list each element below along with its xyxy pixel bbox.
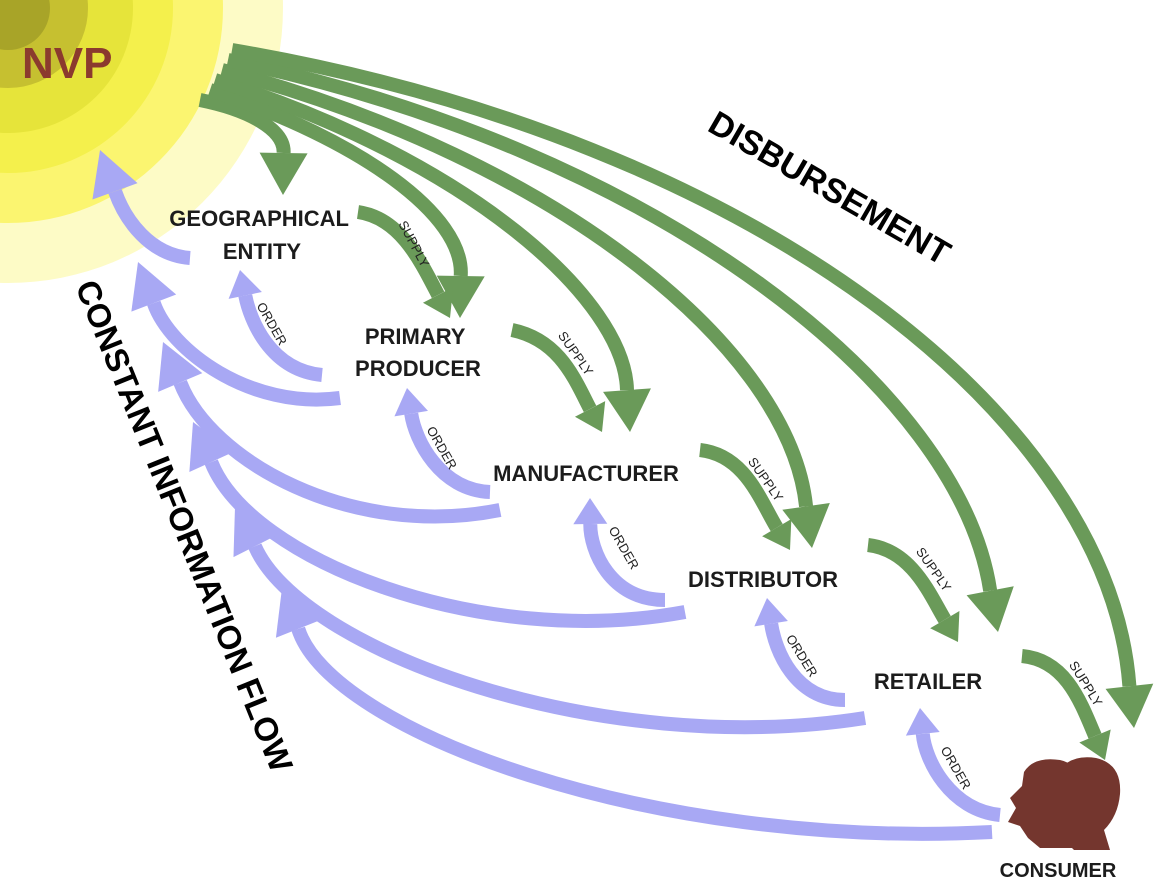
geographical-entity-label: GEOGRAPHICAL ENTITY: [169, 206, 354, 264]
retailer-label: RETAILER: [874, 669, 982, 694]
supply-arrow: [510, 323, 606, 432]
supply-arrow: [866, 538, 960, 642]
information-flow-arrow: [131, 262, 341, 407]
primary-producer-line-1: PRIMARY: [365, 324, 466, 349]
disbursement-label: DISBURSEMENT: [702, 104, 957, 273]
supply-arrow: [698, 443, 792, 550]
order-arrow: [394, 388, 491, 499]
sun-graphic: [0, 0, 283, 283]
disbursement-arrow: [220, 63, 830, 548]
consumer-label: CONSUMER: [1000, 860, 1117, 882]
disbursement-arrow: [212, 73, 651, 432]
information-flow-arrow: [233, 507, 867, 735]
supply-arrow: [1020, 649, 1111, 760]
order-arrow: [905, 708, 1002, 822]
information-flow-arrow: [275, 588, 993, 841]
order-arrow: [228, 270, 324, 382]
distributor-label: DISTRIBUTOR: [688, 567, 838, 592]
disbursement-arrows: [198, 43, 1154, 728]
disbursement-arrow: [226, 53, 1014, 632]
geographical-entity-line-1: GEOGRAPHICAL: [169, 206, 348, 231]
manufacturer-label: MANUFACTURER: [493, 461, 679, 486]
order-arrow: [754, 598, 846, 707]
primary-producer-label: PRIMARY PRODUCER: [355, 324, 481, 381]
disbursement-arrow: [198, 93, 308, 195]
geographical-entity-line-2: ENTITY: [223, 239, 302, 264]
node-labels: GEOGRAPHICAL ENTITY PRIMARY PRODUCER MAN…: [169, 206, 1117, 882]
primary-producer-line-2: PRODUCER: [355, 356, 481, 381]
disbursement-arrow: [230, 43, 1154, 728]
supply-arrow: [356, 205, 454, 318]
order-arrow: [573, 498, 666, 607]
information-flow-arrow: [92, 150, 191, 265]
information-flow-arrows: [92, 150, 993, 841]
people-silhouette-icon: [1008, 757, 1121, 850]
order-label: ORDER: [606, 524, 642, 572]
information-flow-arrow: [158, 342, 502, 524]
information-flow-arrow: [189, 422, 687, 628]
nvp-label: NVP: [22, 39, 112, 88]
disbursement-arrow: [207, 83, 485, 318]
